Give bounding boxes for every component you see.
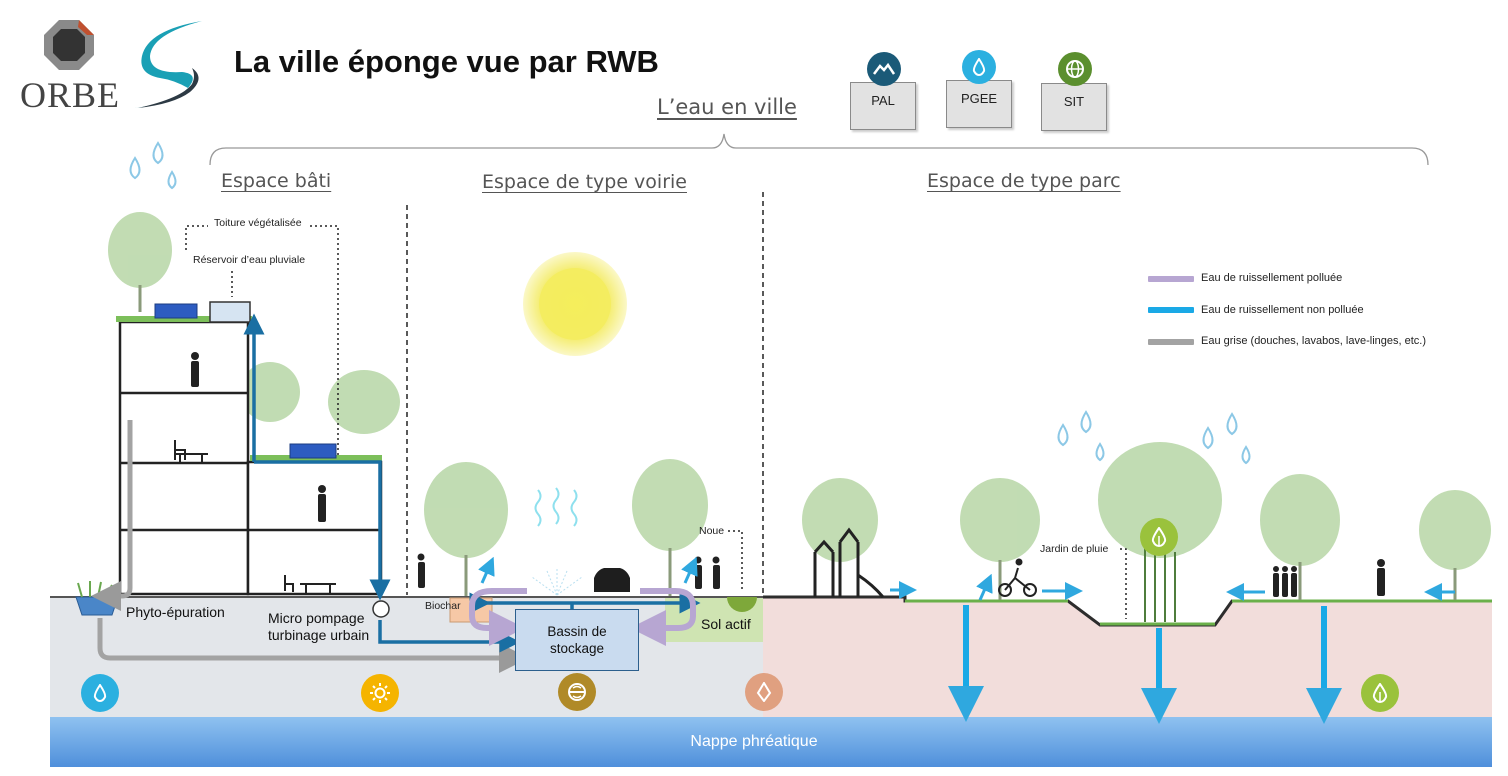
leaf-drop-icon	[1361, 674, 1399, 712]
hill-icon	[867, 52, 901, 86]
label-jardin: Jardin de pluie	[1040, 543, 1109, 555]
subtitle: L’eau en ville	[657, 95, 797, 119]
bassin-line-2: stockage	[549, 641, 605, 656]
nappe-label: Nappe phréatique	[690, 733, 818, 750]
label-noue: Noue	[699, 525, 725, 537]
page-title: La ville éponge vue par RWB	[234, 44, 659, 79]
label-reservoir: Réservoir d’eau pluviale	[193, 254, 306, 266]
water-drop-icon	[81, 674, 119, 712]
orbe-logo	[42, 18, 96, 72]
logo-text: ORBE	[20, 75, 121, 115]
legend-label-grise: Eau grise (douches, lavabos, lave-linges…	[1201, 335, 1427, 347]
doc-pgee-label: PGEE	[960, 91, 998, 106]
doc-pal-label: PAL	[871, 93, 895, 108]
zone-bati: Espace bâti	[221, 170, 332, 192]
nappe-band	[50, 717, 1492, 767]
label-biochar: Biochar	[425, 600, 461, 612]
drop-icon	[962, 50, 996, 84]
doc-sit-label: SIT	[1063, 94, 1085, 109]
sun-energy-icon	[361, 674, 399, 712]
label-toiture: Toiture végétalisée	[214, 217, 302, 229]
swirl-logo	[130, 16, 210, 111]
zone-parc: Espace de type parc	[927, 170, 1121, 192]
legend-swatch-polluee	[1148, 276, 1194, 282]
label-phyto: Phyto-épuration	[126, 604, 225, 620]
bracket	[209, 133, 1429, 166]
filter-icon	[558, 673, 596, 711]
legend-label-polluee: Eau de ruissellement polluée	[1201, 272, 1343, 284]
label-pompage-2: turbinage urbain	[268, 627, 370, 643]
bassin-line-1: Bassin de	[547, 624, 607, 639]
legend-swatch-grise	[1148, 339, 1194, 345]
doc-pgee: PGEE	[946, 80, 1012, 128]
label-sol-actif: Sol actif	[701, 616, 751, 632]
doc-pal: PAL	[850, 82, 916, 130]
zone-voirie: Espace de type voirie	[482, 171, 687, 193]
bassin-stockage: Bassin de stockage	[515, 609, 639, 671]
ground-park	[763, 597, 1492, 717]
soil-drop-icon	[745, 673, 783, 711]
doc-sit: SIT	[1041, 83, 1107, 131]
label-pompage-1: Micro pompage	[268, 610, 365, 626]
legend-swatch-non-polluee	[1148, 307, 1194, 313]
leaf-drop-icon-tree	[1140, 518, 1178, 556]
legend-label-non-polluee: Eau de ruissellement non polluée	[1201, 304, 1364, 316]
globe-icon	[1058, 52, 1092, 86]
